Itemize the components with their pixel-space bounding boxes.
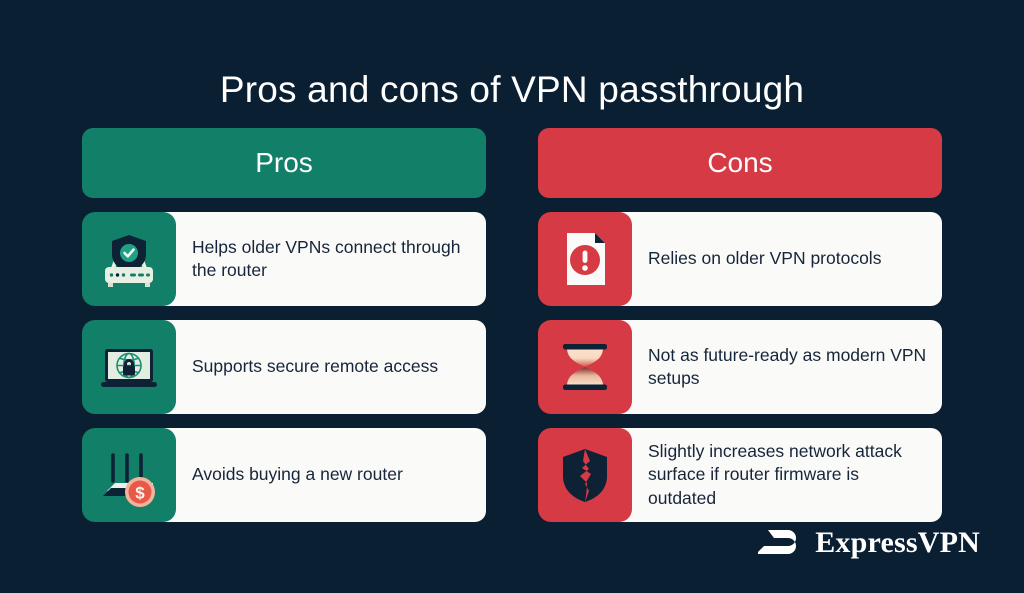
list-item-label: Relies on older VPN protocols <box>648 248 882 269</box>
card-surface: Avoids buying a new router <box>130 428 486 522</box>
list-item: Supports secure remote access <box>82 320 486 414</box>
card-surface: Helps older VPNs connect through the rou… <box>130 212 486 306</box>
pros-column: Pros <box>82 128 486 522</box>
cracked-shield-icon <box>538 428 632 522</box>
list-item-label: Helps older VPNs connect through the rou… <box>192 236 461 280</box>
document-alert-icon <box>538 212 632 306</box>
card-surface: Not as future-ready as modern VPN setups <box>586 320 942 414</box>
comparison-columns: Pros <box>82 128 942 522</box>
list-item: $ Avoids buying a new router <box>82 428 486 522</box>
list-item: Slightly increases network attack surfac… <box>538 428 942 522</box>
svg-text:$: $ <box>135 484 145 503</box>
expressvpn-wordmark: ExpressVPN <box>815 525 980 559</box>
card-surface: Slightly increases network attack surfac… <box>586 428 942 522</box>
list-item: Relies on older VPN protocols <box>538 212 942 306</box>
router-shield-check-icon <box>82 212 176 306</box>
card-surface: Relies on older VPN protocols <box>586 212 942 306</box>
laptop-globe-lock-icon <box>82 320 176 414</box>
list-item-label: Avoids buying a new router <box>192 464 403 485</box>
expressvpn-brand: ExpressVPN <box>756 520 980 565</box>
list-item-label: Slightly increases network attack surfac… <box>648 441 902 508</box>
list-item: Not as future-ready as modern VPN setups <box>538 320 942 414</box>
cons-column: Cons Relies on older VPN protocols <box>538 128 942 522</box>
list-item-label: Supports secure remote access <box>192 356 439 377</box>
card-surface: Supports secure remote access <box>130 320 486 414</box>
hourglass-icon <box>538 320 632 414</box>
list-item: Helps older VPNs connect through the rou… <box>82 212 486 306</box>
router-dollar-coin-icon: $ <box>82 428 176 522</box>
pros-column-header: Pros <box>82 128 486 198</box>
list-item-label: Not as future-ready as modern VPN setups <box>648 344 927 388</box>
expressvpn-logo-icon <box>756 520 802 565</box>
page-title: Pros and cons of VPN passthrough <box>219 68 805 110</box>
cons-column-header: Cons <box>538 128 942 198</box>
